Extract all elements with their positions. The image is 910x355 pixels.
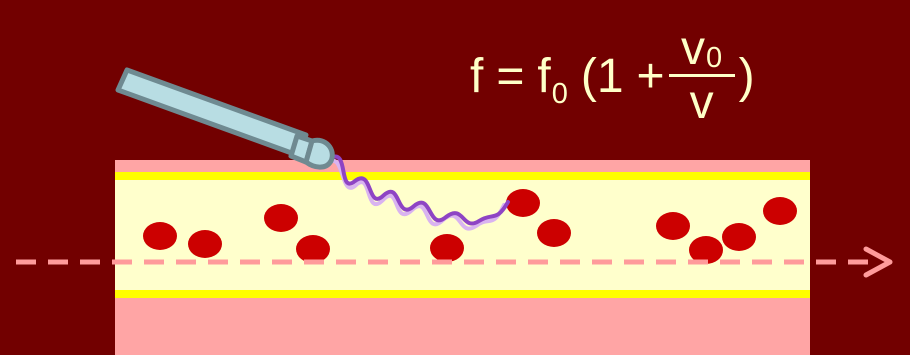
formula-denominator: v [689, 76, 714, 129]
formula-close-paren: ) [738, 50, 755, 103]
vessel-upper-wall [115, 172, 810, 180]
formula-one: 1 [596, 50, 624, 103]
flow-arrow-head [863, 246, 893, 278]
blood-cell [722, 223, 756, 251]
formula-plus: + [636, 50, 665, 103]
probe-tip [303, 137, 335, 170]
blood-cells [143, 189, 797, 264]
blood-cell [763, 197, 797, 225]
doppler-formula: f = f 0 ( 1 + v 0 v ) [470, 22, 755, 132]
formula-f-symbol: f [537, 50, 551, 103]
formula-equals: = [496, 50, 525, 103]
formula-fraction-bar [668, 74, 735, 77]
vessel-lower-wall [115, 290, 810, 298]
emitted-wave [329, 154, 510, 226]
formula-f-subscript: 0 [551, 77, 568, 110]
blood-cell [506, 189, 540, 217]
blood-cell [143, 222, 177, 250]
ultrasound-probe-icon [115, 67, 335, 170]
formula-numerator: v 0 [681, 22, 723, 76]
probe-handle [115, 67, 309, 158]
ultrasound-waves [326, 154, 510, 231]
formula-open-paren: ( [580, 50, 597, 103]
blood-cell [296, 235, 330, 263]
reflected-wave [326, 158, 506, 231]
blood-cell [430, 234, 464, 262]
blood-cell [689, 236, 723, 264]
blood-cell [537, 219, 571, 247]
blood-cell [264, 204, 298, 232]
blood-cell [656, 212, 690, 240]
formula-lhs: f [470, 50, 484, 103]
formula-numerator-symbol: v [681, 22, 705, 76]
formula-fraction: v 0 v [668, 22, 735, 129]
vessel-lumen [115, 180, 810, 290]
formula-numerator-subscript: 0 [706, 42, 723, 75]
flow-direction-arrow-icon [16, 246, 893, 278]
blood-cell [188, 230, 222, 258]
